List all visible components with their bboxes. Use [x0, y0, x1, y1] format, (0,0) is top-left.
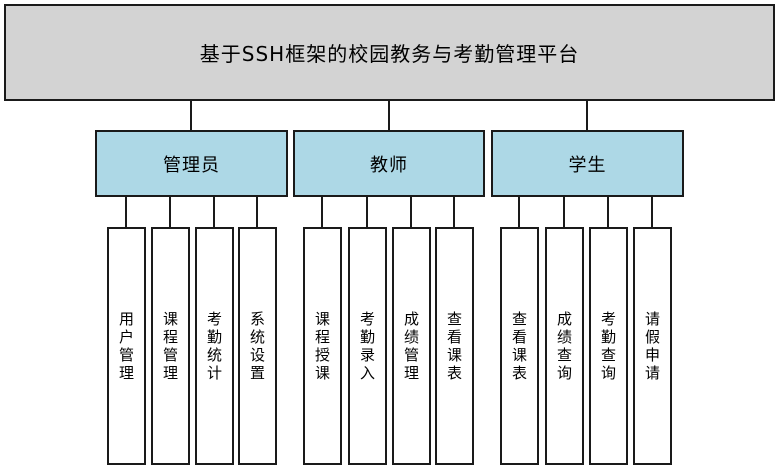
- connector-line: [563, 197, 565, 227]
- role-label-teacher: 教师: [370, 154, 408, 176]
- connector-line: [169, 197, 171, 227]
- function-box-system-settings: 系统设置: [238, 227, 277, 465]
- connector-line: [213, 197, 215, 227]
- role-box-teacher: 教师: [293, 130, 485, 197]
- connector-line: [190, 101, 192, 130]
- connector-line: [607, 197, 609, 227]
- function-label: 考勤统计: [206, 310, 222, 382]
- function-box-leave-application: 请假申请: [633, 227, 672, 465]
- connector-line: [518, 197, 520, 227]
- function-box-attendance-statistics: 考勤统计: [195, 227, 234, 465]
- function-box-attendance-query: 考勤查询: [589, 227, 628, 465]
- function-label: 查看课表: [511, 310, 527, 382]
- connector-line: [453, 197, 455, 227]
- connector-line: [651, 197, 653, 227]
- role-label-student: 学生: [568, 154, 607, 176]
- function-box-grade-management: 成绩管理: [392, 227, 431, 465]
- function-box-view-timetable-student: 查看课表: [500, 227, 539, 465]
- function-box-grade-query: 成绩查询: [545, 227, 584, 465]
- function-box-course-teaching: 课程授课: [303, 227, 342, 465]
- connector-line: [410, 197, 412, 227]
- function-label: 成绩查询: [556, 310, 572, 382]
- role-box-admin: 管理员: [95, 130, 288, 197]
- function-label: 课程管理: [162, 310, 178, 382]
- function-label: 课程授课: [314, 310, 330, 382]
- function-label: 用户管理: [118, 310, 134, 382]
- function-label: 查看课表: [446, 310, 462, 382]
- function-box-attendance-entry: 考勤录入: [348, 227, 387, 465]
- function-box-view-timetable-teacher: 查看课表: [435, 227, 474, 465]
- platform-title-box: 基于SSH框架的校园教务与考勤管理平台: [4, 4, 775, 101]
- platform-title: 基于SSH框架的校园教务与考勤管理平台: [199, 42, 580, 66]
- role-label-admin: 管理员: [163, 154, 220, 176]
- connector-line: [256, 197, 258, 227]
- function-label: 系统设置: [249, 310, 265, 382]
- function-box-course-management: 课程管理: [151, 227, 190, 465]
- function-label: 成绩管理: [403, 310, 419, 382]
- connector-line: [321, 197, 323, 227]
- connector-line: [388, 101, 390, 130]
- function-box-user-management: 用户管理: [107, 227, 146, 465]
- function-label: 请假申请: [644, 310, 660, 382]
- connector-line: [125, 197, 127, 227]
- function-label: 考勤查询: [600, 310, 616, 382]
- connector-line: [366, 197, 368, 227]
- connector-line: [586, 101, 588, 130]
- function-label: 考勤录入: [359, 310, 375, 382]
- role-box-student: 学生: [491, 130, 684, 197]
